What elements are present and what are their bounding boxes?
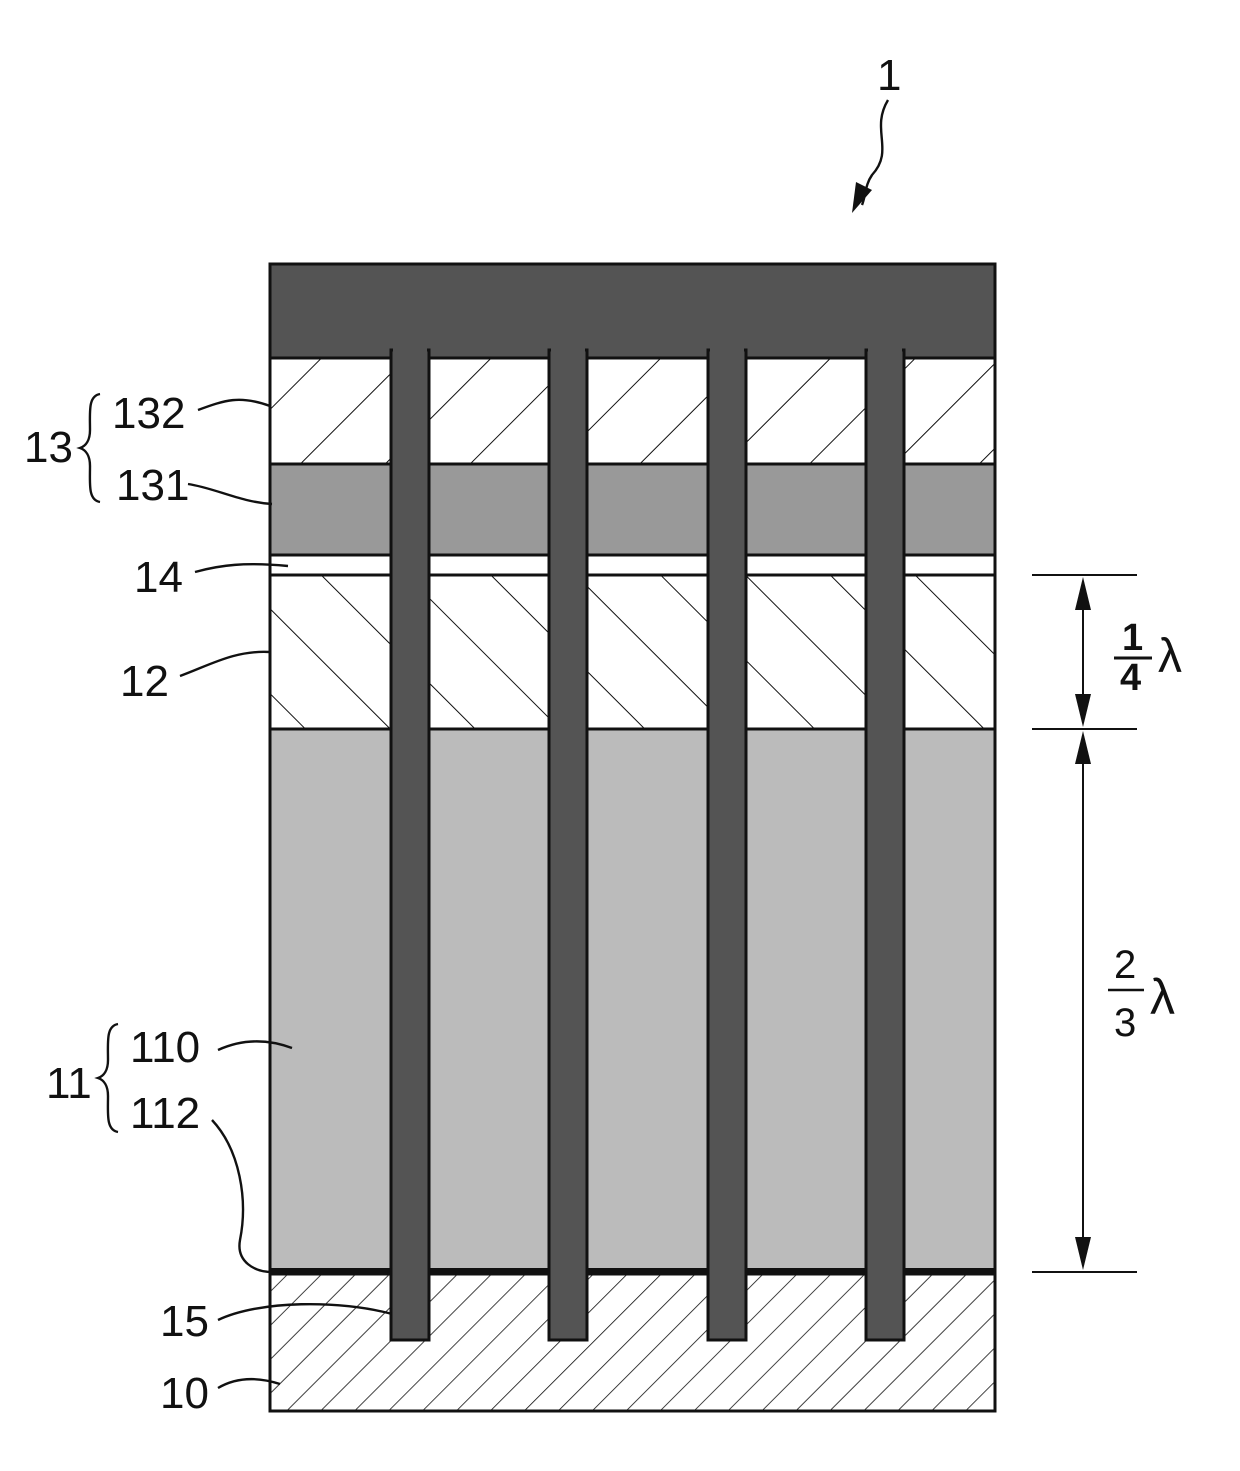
label-110: 110: [130, 1023, 200, 1072]
label-ref-1: 1: [877, 51, 901, 100]
electrode-finger-4: [866, 350, 904, 1340]
fraction-upper-denominator: 4: [1120, 657, 1141, 699]
label-131: 131: [116, 461, 189, 510]
leader-132: [198, 400, 270, 410]
leader-112: [212, 1120, 272, 1272]
leader-131: [188, 484, 272, 504]
bracket-13: [80, 394, 100, 502]
fraction-upper-numerator: 1: [1122, 617, 1143, 659]
label-132: 132: [112, 389, 185, 438]
fraction-lower-denominator: 3: [1114, 1001, 1136, 1045]
leader-12: [180, 652, 270, 676]
electrode-finger-1: [391, 350, 429, 1340]
label-13: 13: [24, 423, 73, 472]
label-11: 11: [46, 1059, 92, 1108]
ref-1-arrowhead: [852, 182, 872, 213]
label-15: 15: [160, 1297, 209, 1346]
lambda-upper: λ: [1158, 630, 1182, 683]
dimension-two-thirds-lambda: 2 3 λ: [1108, 943, 1175, 1045]
dimension-quarter-lambda: 1 4 λ: [1114, 617, 1182, 699]
electrode-finger-3: [708, 350, 746, 1340]
label-14: 14: [134, 553, 183, 602]
label-10: 10: [160, 1369, 209, 1418]
fraction-lower-numerator: 2: [1114, 943, 1136, 987]
label-12: 12: [120, 657, 169, 706]
lambda-lower: λ: [1150, 969, 1175, 1025]
label-112: 112: [130, 1089, 200, 1138]
electrode-finger-2: [549, 350, 587, 1340]
bracket-11: [98, 1024, 118, 1132]
